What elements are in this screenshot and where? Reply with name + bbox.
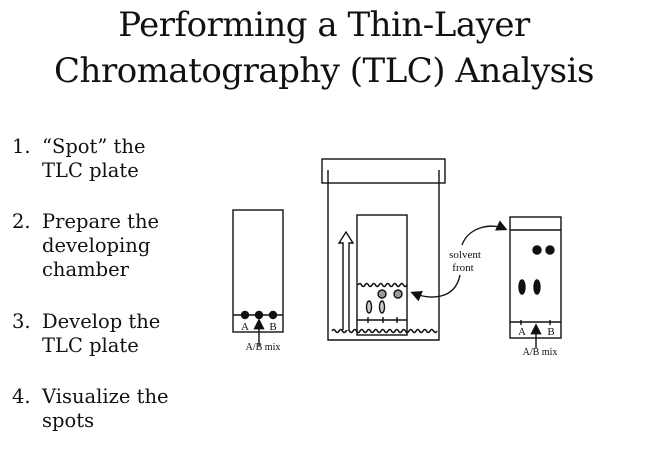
- step-text: Develop the: [42, 310, 161, 333]
- spot-a: [240, 310, 250, 320]
- developed-plate: A B A/B mix: [509, 216, 562, 358]
- label-b: B: [269, 321, 276, 333]
- plate-outline: [232, 209, 284, 333]
- step-number: 3.: [12, 310, 31, 333]
- label-b: B: [547, 326, 554, 338]
- developing-plate: [356, 214, 408, 336]
- step-text: Prepare the: [42, 210, 160, 233]
- title-line-2: Chromatography (TLC) Analysis: [54, 51, 594, 91]
- label-a: A: [518, 326, 526, 338]
- spot-mix: [254, 310, 264, 320]
- spot: [393, 289, 403, 299]
- spot-b: [268, 310, 278, 320]
- label-a: A: [241, 321, 249, 333]
- spot: [377, 289, 387, 299]
- title-line-1: Performing a Thin-Layer: [118, 5, 530, 45]
- slide-title: Performing a Thin-Layer Chromatography (…: [0, 2, 648, 94]
- spot: [533, 279, 541, 295]
- spot: [378, 300, 386, 314]
- spotted-plate: A B A/B mix: [232, 209, 284, 353]
- developing-chamber: solvent front: [321, 158, 508, 341]
- step-text: TLC plate: [42, 334, 139, 357]
- step-number: 1.: [12, 135, 31, 158]
- step-text: spots: [42, 409, 95, 432]
- curved-arrow-icon: [461, 220, 508, 246]
- spot: [545, 245, 555, 255]
- step-text: developing: [42, 234, 151, 257]
- mix-label: A/B mix: [523, 347, 558, 358]
- curved-arrow-icon: [410, 274, 461, 302]
- annotation-front: front: [452, 262, 473, 274]
- solvent-direction-arrow-icon: [337, 230, 355, 330]
- chamber-jar: [327, 170, 440, 341]
- step-text: “Spot” the: [42, 135, 146, 158]
- spot: [365, 300, 373, 314]
- mix-label: A/B mix: [246, 342, 281, 353]
- solvent-surface: [331, 328, 438, 334]
- chamber-lid: [321, 158, 446, 184]
- step-text: Visualize the: [42, 385, 169, 408]
- step-text: TLC plate: [42, 159, 139, 182]
- annotation-solvent: solvent: [449, 249, 481, 261]
- step-text: chamber: [42, 258, 129, 281]
- spot: [532, 245, 542, 255]
- spot: [518, 279, 526, 295]
- step-number: 4.: [12, 385, 31, 408]
- plate-outline: [509, 216, 562, 339]
- solvent-front-line: [357, 282, 408, 288]
- step-number: 2.: [12, 210, 31, 233]
